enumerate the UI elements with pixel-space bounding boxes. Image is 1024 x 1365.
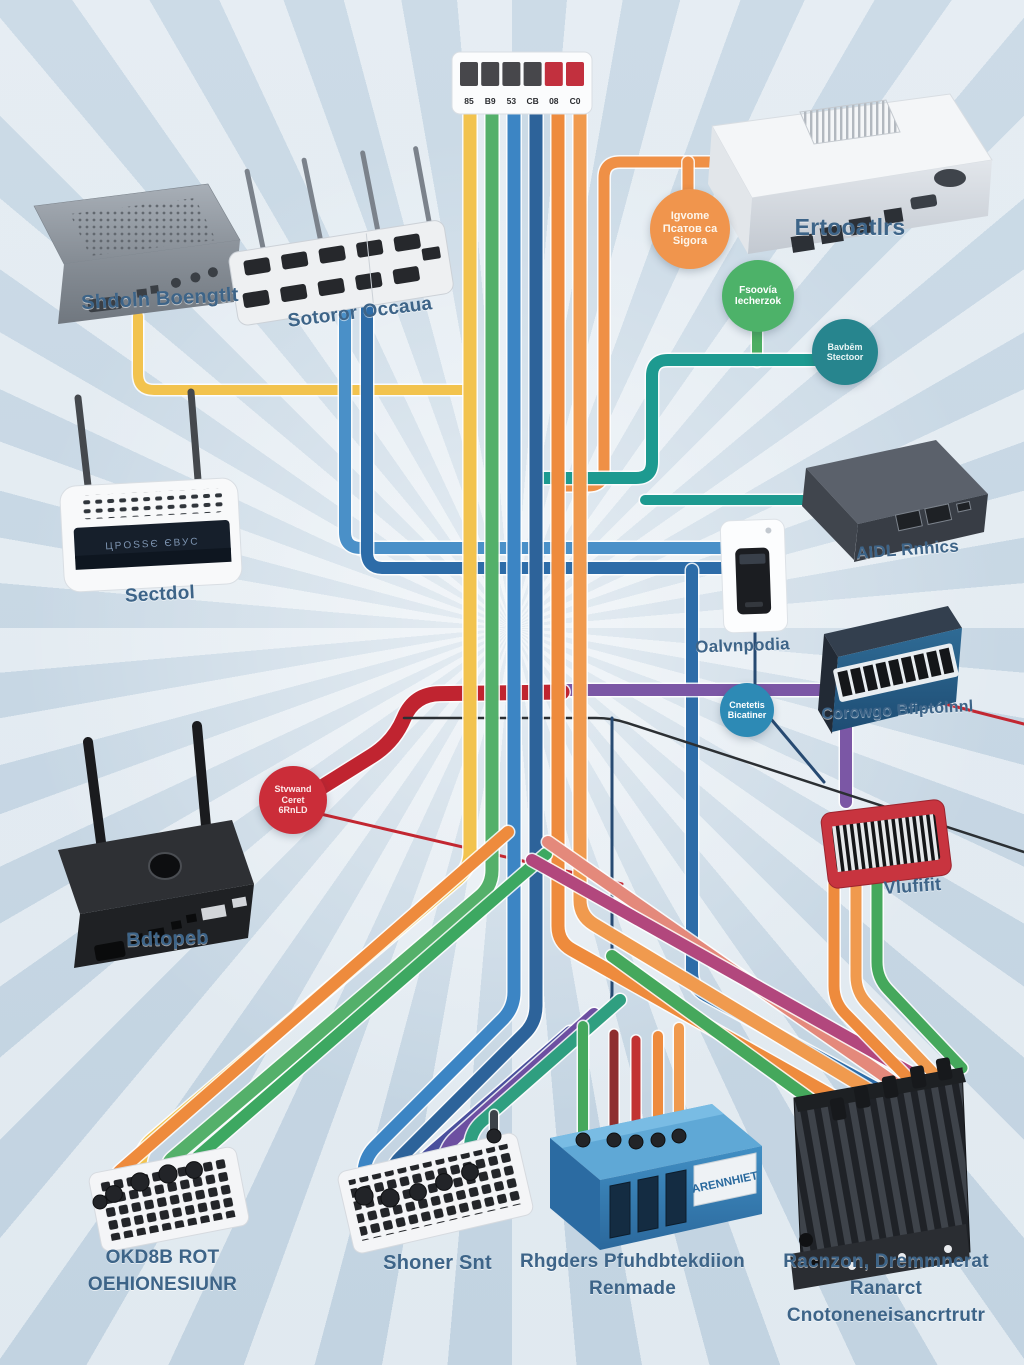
device-patch-panel: 85 B9 53 CB 08 C0 xyxy=(451,51,593,115)
antenna-icon xyxy=(244,146,433,257)
cable-drop-orange1 xyxy=(551,97,853,1111)
plug-fan-green-okobb xyxy=(185,1161,203,1179)
plug-bb-orange-b xyxy=(671,1128,687,1144)
panel-port-label: 08 xyxy=(549,96,559,106)
device-shoner xyxy=(337,1132,534,1254)
plug-shoner-stub xyxy=(486,1128,502,1144)
sectdol-display: ЦPOЅЅЄ ЄВУС xyxy=(105,536,200,552)
badge-line: Sigora xyxy=(672,235,708,248)
device-vlufifit xyxy=(820,799,952,889)
device-sotoror xyxy=(228,146,454,326)
device-corowgo xyxy=(818,606,962,734)
panel-port xyxy=(566,62,584,86)
plug-bb-darkred xyxy=(606,1132,622,1148)
device-ertooatlrs xyxy=(708,93,993,254)
cable-blue-lower xyxy=(361,300,732,574)
cable-vpanel-green xyxy=(871,878,968,1074)
badge-line: Псатов са xyxy=(662,222,718,235)
badge-line: Bicatiner xyxy=(727,710,767,720)
plug-fan-tealgreen xyxy=(461,1163,479,1181)
plug-bb-green xyxy=(575,1132,591,1148)
panel-port xyxy=(460,62,478,86)
badge-line: Bavbēm xyxy=(827,341,863,352)
cable-yellow-branch xyxy=(133,311,475,395)
plug-bb-red xyxy=(628,1134,644,1150)
panel-port-label: 53 xyxy=(507,96,517,106)
badge-line: Igvome xyxy=(670,210,710,223)
cable-vpanel-orange-a xyxy=(828,878,922,1092)
antenna-icon xyxy=(74,388,202,490)
cable-fan-green-rack xyxy=(606,950,842,1124)
panel-port xyxy=(523,62,542,86)
plug-fan-indigo xyxy=(409,1183,427,1201)
device-bdtopeb xyxy=(58,721,254,968)
device-rack xyxy=(790,1057,971,1290)
badge-line: Iecherzok xyxy=(734,296,782,307)
panel-port xyxy=(481,62,500,86)
panel-port-label: B9 xyxy=(485,96,496,106)
cable-drop-orange2 xyxy=(573,97,879,1099)
cable-vpanel-orange-b xyxy=(850,878,944,1084)
device-shdoln xyxy=(33,183,241,324)
plug-bb-orange-a xyxy=(650,1132,666,1148)
plug-okobb-stub xyxy=(92,1194,108,1210)
cable-teal-run xyxy=(530,354,828,484)
plug-fan-violet xyxy=(435,1173,453,1191)
device-oalvnpodia xyxy=(719,518,789,634)
cable-fan-magenta xyxy=(526,854,926,1084)
panel-port-label: CB xyxy=(526,96,538,106)
badge-line: Fsoovía xyxy=(739,284,777,296)
plug-drop-yellow xyxy=(130,1172,150,1192)
plug-drop-green xyxy=(158,1164,178,1184)
badge-line: Ceret xyxy=(281,794,305,805)
plug-fan-orange-okobb xyxy=(105,1185,123,1203)
badge-line: 6RnLD xyxy=(278,805,308,816)
badge-line: Stectoor xyxy=(826,352,864,362)
badge-line: Cnetetis xyxy=(729,699,765,710)
antenna-icon xyxy=(83,721,211,855)
device-sectdol: ЦPOЅЅЄ ЄВУС xyxy=(59,388,243,593)
plug-drop-steel xyxy=(380,1188,400,1208)
panel-port xyxy=(544,62,563,86)
plug-drop-blue xyxy=(354,1186,374,1206)
panel-port-label: 85 xyxy=(464,96,474,106)
device-aidl xyxy=(802,440,988,562)
badge-line: Stvwand xyxy=(274,784,312,795)
panel-port xyxy=(502,62,521,86)
panel-port-label: C0 xyxy=(570,96,581,106)
